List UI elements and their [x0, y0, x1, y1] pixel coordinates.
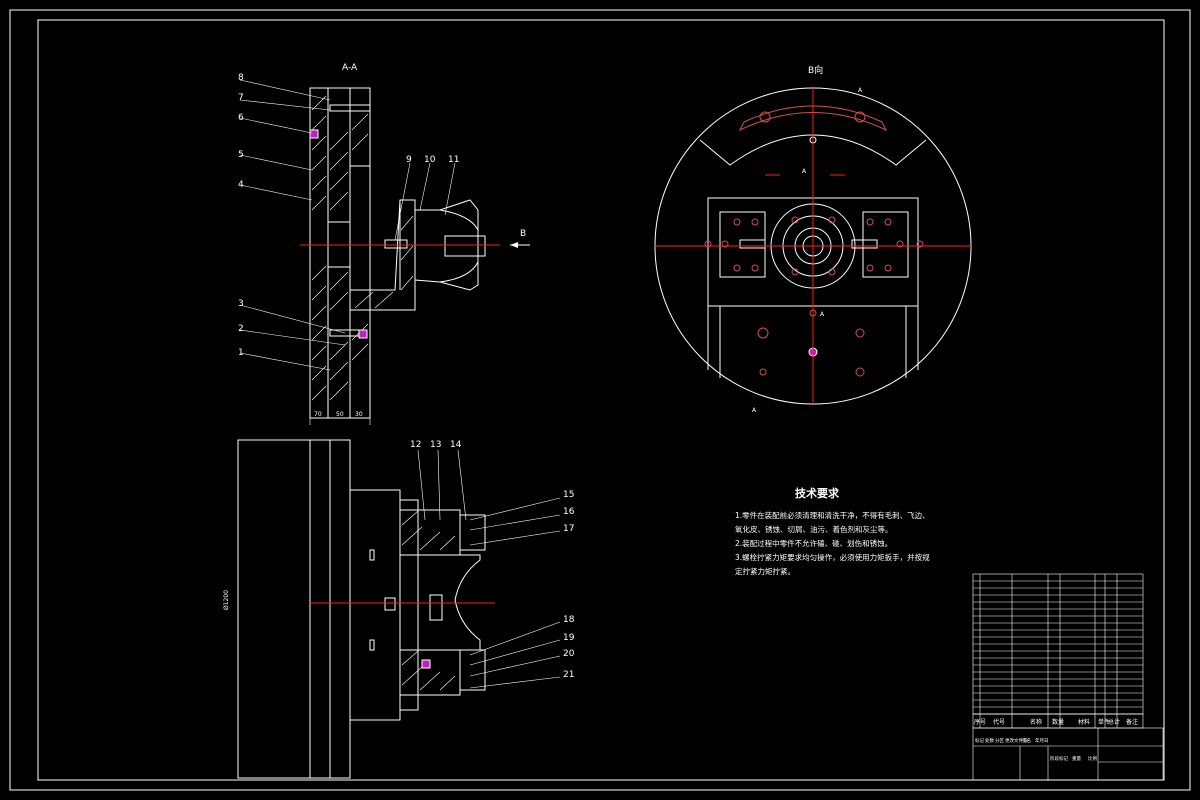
inner-frame	[37, 19, 1165, 781]
title-block-footer-label: 标记	[975, 737, 984, 744]
req-line-2: 氧化皮、锈蚀、切屑、油污、着色剂和灰尘等。	[735, 524, 893, 534]
title-block-header: 材料	[1078, 718, 1090, 726]
part-10: 10	[424, 155, 436, 165]
part-16: 16	[563, 507, 575, 517]
part-18: 18	[563, 615, 575, 625]
title-block-header: 序号	[974, 718, 986, 726]
section-mark-3: A	[820, 311, 825, 318]
view-b: B向	[654, 64, 972, 414]
title-block-header: 总计	[1108, 718, 1120, 726]
part-8: 8	[238, 73, 244, 83]
title-block-footer-label: 签名	[1022, 737, 1031, 744]
outer-frame	[9, 9, 1191, 791]
title-block-footer-label: 年月日	[1035, 737, 1049, 744]
part-6: 6	[238, 113, 244, 123]
section-view-aa: A-A	[238, 63, 530, 425]
part-14: 14	[450, 440, 462, 450]
title-block-footer-label: 阶段标记	[1050, 755, 1068, 762]
title-block-header: 名称	[1030, 718, 1042, 726]
title-block-footer-label: 处数	[985, 737, 994, 744]
part-17: 17	[563, 524, 574, 534]
section-mark-2: A	[858, 87, 863, 94]
section-title: A-A	[342, 63, 358, 73]
part-9: 9	[406, 155, 412, 165]
side-dim: Ø1200	[223, 590, 230, 610]
req-line-4: 3.螺栓拧紧力矩要求均匀操作，必须使用力矩扳手，并按规	[735, 552, 930, 562]
title-block-footer-label: 重量	[1072, 755, 1081, 762]
req-line-1: 1.零件在装配前必须清理和清洗干净，不得有毛刺、飞边、	[735, 510, 930, 520]
req-line-5: 定拧紧力矩拧紧。	[735, 566, 795, 576]
dim-30: 30	[355, 411, 363, 418]
part-5: 5	[238, 150, 244, 160]
part-19: 19	[563, 633, 575, 643]
title-block-footer-label: 比例	[1088, 755, 1097, 762]
dim-50: 50	[336, 411, 344, 418]
part-4: 4	[238, 180, 244, 190]
arrow-b-label: B	[520, 229, 526, 239]
part-13: 13	[430, 440, 441, 450]
tech-title: 技术要求	[795, 486, 840, 500]
title-block-footer-label: 更改文件号	[1005, 737, 1028, 744]
tech-requirements: 技术要求 1.零件在装配前必须清理和清洗干净，不得有毛刺、飞边、 氧化皮、锈蚀、…	[735, 486, 930, 576]
section-mark-4: A	[752, 407, 757, 414]
part-12: 12	[410, 440, 421, 450]
title-block: 序号代号 名称 数量 材料单件总计备注 标记处数分区更改文件号签名年月日阶段标记重量比…	[972, 573, 1164, 781]
title-block-header: 备注	[1126, 718, 1138, 726]
title-block-header: 代号	[993, 718, 1005, 726]
part-2: 2	[238, 324, 244, 334]
view-b-title: B向	[808, 64, 823, 76]
part-20: 20	[563, 649, 575, 659]
part-15: 15	[563, 490, 574, 500]
side-view: Ø1200 12 13 14 15 16 17 18 19 20 21	[223, 439, 575, 779]
title-block-footer-label: 分区	[995, 737, 1004, 744]
title-block-header: 单件	[1098, 718, 1110, 726]
part-1: 1	[238, 348, 244, 358]
section-mark-1: A	[802, 168, 807, 175]
req-line-3: 2.装配过程中零件不允许磕、碰、划伤和锈蚀。	[735, 538, 892, 548]
dim-70: 70	[314, 411, 322, 418]
part-3: 3	[238, 299, 244, 309]
part-7: 7	[238, 93, 244, 103]
part-11: 11	[448, 155, 459, 165]
title-block-header: 数量	[1052, 718, 1064, 726]
part-21: 21	[563, 670, 574, 680]
